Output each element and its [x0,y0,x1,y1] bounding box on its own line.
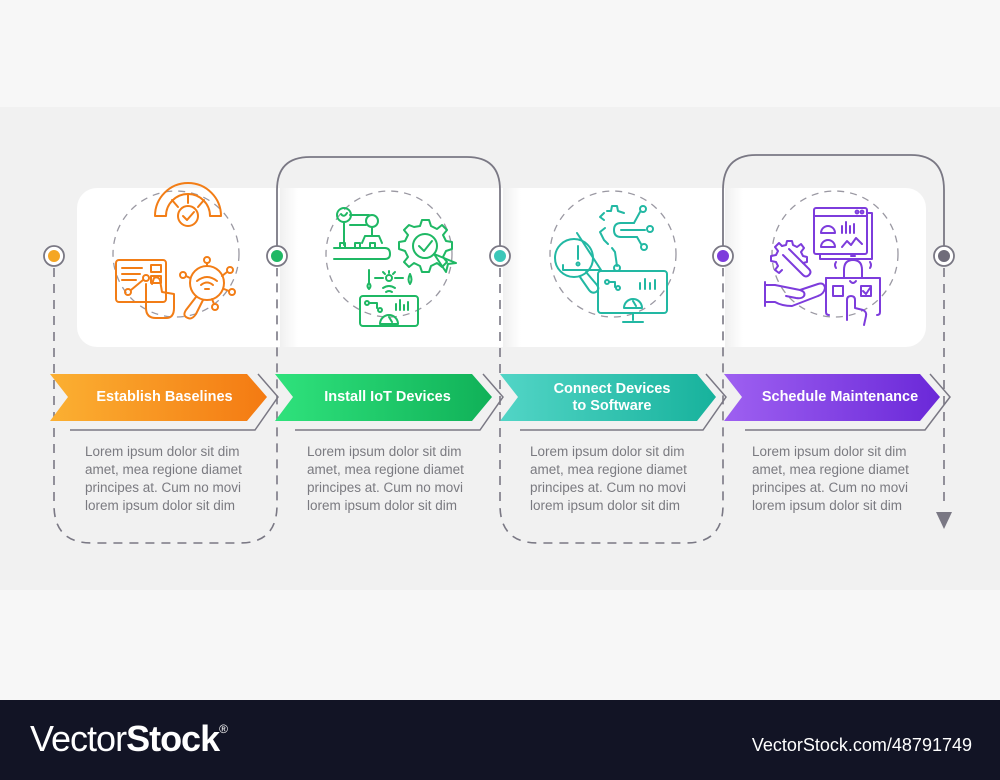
baseline-gauge-analytics-icon [115,182,236,320]
step-1-description: Lorem ipsum dolor sit dim amet, mea regi… [85,443,270,515]
timeline-nodes [43,245,955,267]
description-line: lorem ipsum dolor sit dim [307,498,458,513]
connect-alert-monitor-icon [554,205,668,323]
description-line: lorem ipsum dolor sit dim [530,498,681,513]
maintenance-schedule-icon [764,207,881,326]
icon-circle [771,190,899,318]
end-arrow-icon [936,512,952,529]
step-2-title: Install IoT Devices [324,389,451,405]
description-line: Lorem ipsum dolor sit dim [85,444,240,459]
logo-bold: Stock [126,718,220,759]
icon-circle [549,190,677,318]
node-step-4 [712,245,734,267]
chevron-step-3 [500,373,727,431]
card-divider-shade [725,188,743,347]
description-line: principes at. Cum no movi [85,480,242,495]
description-line: principes at. Cum no movi [307,480,464,495]
description-line: Lorem ipsum dolor sit dim [307,444,462,459]
node-step-1 [43,245,65,267]
footer-bar [0,700,1000,780]
node-end [933,245,955,267]
iot-robot-arm-gear-icon [333,207,457,327]
step-3-description: Lorem ipsum dolor sit dim amet, mea regi… [530,443,715,515]
icon-circle [112,190,240,318]
chevron-step-2 [275,373,504,431]
description-line: principes at. Cum no movi [752,480,909,495]
step-2-description: Lorem ipsum dolor sit dim amet, mea regi… [307,443,492,515]
step-3-title-line-2: to Software [572,397,652,414]
card-divider-shade [280,188,298,347]
description-line: amet, mea regione diamet [530,462,687,477]
step-1-title: Establish Baselines [96,389,233,405]
logo-light: Vector [30,718,127,759]
vectorstock-logo: VectorStock® [30,718,228,760]
step-4-description: Lorem ipsum dolor sit dim amet, mea regi… [752,443,937,515]
description-line: amet, mea regione diamet [85,462,242,477]
description-line: principes at. Cum no movi [530,480,687,495]
step-4-title: Schedule Maintenance [761,389,919,405]
step-3-title: Connect Devices to Software [527,374,697,421]
card-divider-shade [503,188,521,347]
solid-connector-loops [276,154,945,256]
step-3-title-line-1: Connect Devices [553,380,671,397]
dashed-connectors [53,268,945,544]
chevron-step-4 [724,373,951,431]
node-step-3 [489,245,511,267]
description-line: Lorem ipsum dolor sit dim [752,444,907,459]
description-line: Lorem ipsum dolor sit dim [530,444,685,459]
description-line: lorem ipsum dolor sit dim [85,498,236,513]
description-line: amet, mea regione diamet [752,462,909,477]
icon-circle [325,190,453,318]
image-reference: VectorStock.com/48791749 [751,735,972,755]
registered-mark: ® [219,722,228,736]
description-line: lorem ipsum dolor sit dim [752,498,903,513]
icon-card [77,188,926,347]
description-line: amet, mea regione diamet [307,462,464,477]
chevron-step-1 [50,373,279,431]
node-step-2 [266,245,288,267]
